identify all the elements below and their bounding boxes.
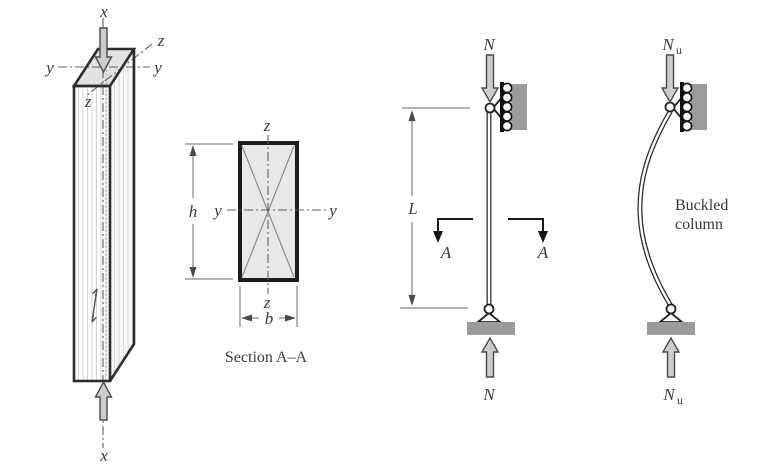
- cut-line-right: [508, 218, 544, 234]
- dim-label-h: h: [189, 202, 198, 221]
- bottom-support-base: [647, 322, 695, 335]
- length-arrowhead-down: [408, 295, 416, 306]
- roller: [681, 82, 693, 94]
- load-arrow-bottom: [661, 336, 681, 378]
- figure-buckled-column: N u N u Buckled column: [637, 35, 728, 407]
- figure-straight-column: L A A N N: [400, 35, 549, 404]
- section-label-z-top: z: [263, 116, 271, 135]
- fiber-direction-arrow: [91, 288, 98, 323]
- figure-3d-column: x z y y z x: [44, 2, 164, 465]
- axis-label-y-right: y: [152, 58, 162, 77]
- buckled-member-core: [638, 110, 673, 308]
- cut-label-left: A: [440, 243, 452, 262]
- top-pin: [484, 102, 496, 114]
- load-label-bottom: N: [482, 385, 496, 404]
- buckled-caption-line1: Buckled: [675, 197, 728, 214]
- top-pin: [664, 101, 676, 113]
- roller: [501, 101, 513, 113]
- section-caption: Section A–A: [225, 349, 308, 366]
- load-label-bottom: N: [662, 385, 676, 404]
- load-arrow-top: [660, 54, 680, 104]
- section-label-y-left: y: [212, 201, 222, 220]
- top-support-wall: [691, 84, 707, 130]
- figure-section-aa: h z z y y b Section A–A: [185, 116, 337, 366]
- dim-arrowhead-down: [189, 267, 197, 278]
- bottom-pin: [665, 303, 677, 315]
- column-front-hatch: [74, 86, 110, 381]
- column-side-hatch: [110, 49, 134, 381]
- axis-label-x-bottom: x: [99, 446, 108, 465]
- load-arrow-top: [480, 54, 500, 104]
- roller: [501, 92, 513, 103]
- section-label-z-bottom: z: [263, 293, 271, 312]
- load-label-top-subscript: u: [676, 43, 682, 57]
- cut-label-right: A: [537, 243, 549, 262]
- dim-arrowhead-left: [241, 314, 252, 322]
- load-label-top: N: [661, 35, 675, 54]
- bottom-support-base: [467, 322, 515, 335]
- load-arrow-bottom: [480, 336, 500, 378]
- cut-arrow-right: [538, 231, 548, 243]
- load-arrow-bottom: [94, 380, 113, 421]
- section-label-y-right: y: [327, 201, 337, 220]
- dim-arrowhead-right: [285, 314, 296, 322]
- roller: [501, 111, 513, 122]
- roller: [681, 120, 693, 132]
- roller: [681, 92, 693, 103]
- axis-label-z-back: z: [157, 31, 165, 50]
- dim-label-b: b: [265, 309, 274, 328]
- top-support-wall: [511, 84, 527, 130]
- axis-label-x-top: x: [99, 2, 108, 21]
- load-arrow-top: [94, 27, 113, 74]
- buckled-caption-line2: column: [675, 216, 723, 233]
- axis-label-y-left: y: [44, 58, 54, 77]
- length-label: L: [407, 199, 417, 218]
- load-label-top: N: [482, 35, 496, 54]
- dim-arrowhead-up: [189, 145, 197, 156]
- column-side-outline: [108, 49, 136, 382]
- length-arrowhead-up: [408, 110, 416, 121]
- roller: [501, 120, 513, 132]
- roller: [501, 82, 513, 94]
- cut-line-left: [437, 218, 473, 234]
- roller: [681, 101, 693, 113]
- cut-arrow-left: [433, 231, 443, 243]
- roller: [681, 111, 693, 122]
- bottom-pin: [483, 303, 495, 315]
- axis-label-z-front: z: [84, 92, 92, 111]
- load-label-bottom-subscript: u: [677, 393, 683, 407]
